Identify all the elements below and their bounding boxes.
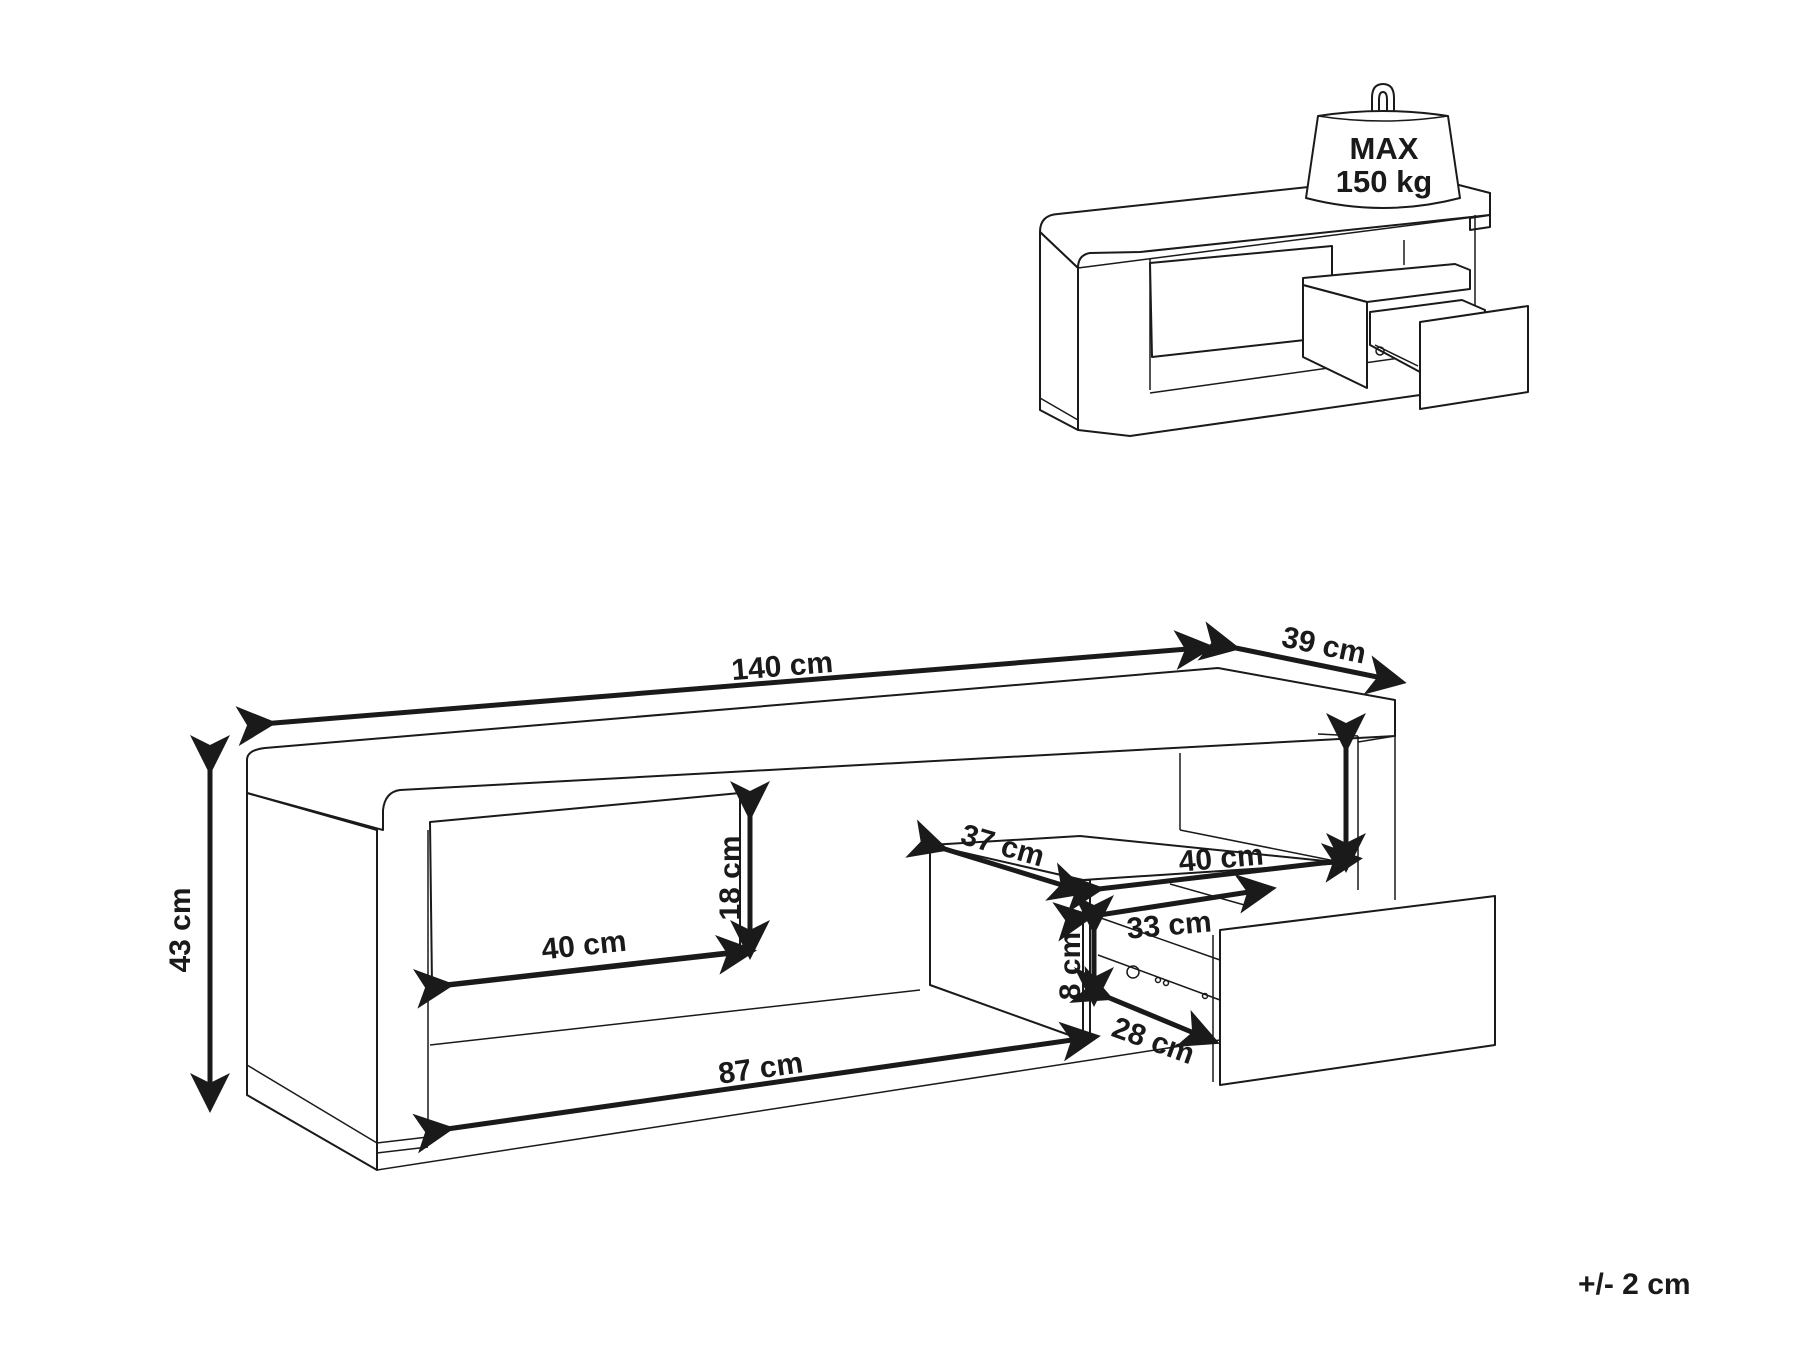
dimension-43cm: 43 cm (164, 735, 230, 1113)
weight-label-max: MAX (1350, 131, 1419, 166)
label-depth: 39 cm (1279, 621, 1369, 671)
label-drawer-height: 8 cm (1054, 932, 1087, 1000)
label-left-compartment-height: 18 cm (714, 835, 747, 920)
dimension-drawing (246, 667, 1496, 1171)
label-drawer-width: 33 cm (1125, 905, 1213, 945)
dimension-87cm: 87 cm (412, 1021, 1101, 1154)
dimension-140cm: 140 cm (235, 630, 1215, 746)
max-weight-badge: MAX 150 kg (1305, 83, 1461, 209)
tolerance-note: +/- 2 cm (1578, 1268, 1691, 1301)
weight-label-value: 150 kg (1336, 164, 1433, 199)
label-bottom-shelf-width: 87 cm (716, 1046, 805, 1091)
label-total-width: 140 cm (730, 646, 834, 687)
dimension-28cm: 28 cm (1069, 965, 1220, 1071)
label-drawer-depth: 28 cm (1108, 1011, 1199, 1071)
overview-tv-stand (1039, 174, 1529, 437)
label-right-shelf-width: 40 cm (1177, 838, 1265, 878)
label-height: 43 cm (164, 887, 197, 972)
dimension-39cm: 39 cm (1197, 621, 1407, 695)
dimension-18cm: 18 cm (714, 781, 770, 960)
